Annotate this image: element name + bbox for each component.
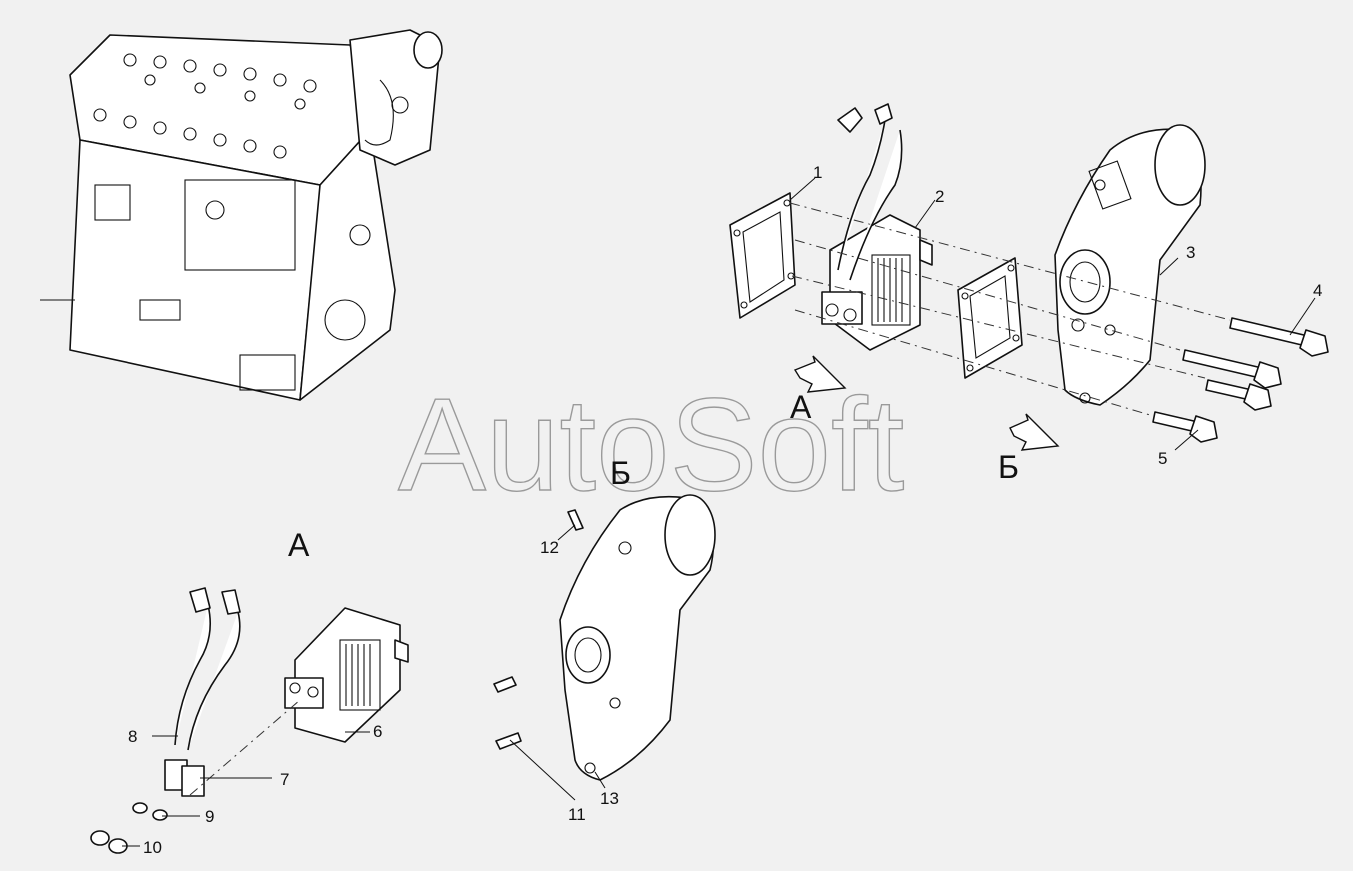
gasket-2-icon (957, 257, 1023, 379)
callout-13: 13 (600, 789, 619, 808)
engine-block-icon (40, 29, 443, 401)
stud-icon (493, 509, 584, 750)
callout-12: 12 (540, 538, 559, 557)
assembly-axis-lines (789, 202, 1231, 416)
callout-8: 8 (128, 727, 137, 746)
callout-11: 11 (568, 805, 586, 824)
callout-9: 9 (205, 807, 214, 826)
view-label-b-top: Б (998, 449, 1019, 485)
intake-elbow-icon (1054, 124, 1206, 406)
callout-10: 10 (143, 838, 162, 857)
detail-elbow-icon (559, 494, 716, 781)
watermark: AutoSoft (398, 371, 904, 518)
bolt-icon (1152, 317, 1329, 443)
callout-6: 6 (373, 722, 382, 741)
view-label-a-top: А (790, 389, 812, 425)
callout-1: 1 (813, 163, 822, 182)
view-label-a-detail: А (288, 527, 310, 563)
gasket-1-icon (729, 192, 796, 319)
view-label-b-detail: Б (610, 455, 631, 491)
callout-5: 5 (1158, 449, 1167, 468)
view-arrow-b-icon (1009, 413, 1060, 451)
view-arrow-a-icon (793, 355, 847, 393)
washer-nut-icon (90, 802, 168, 854)
intake-heater-icon (821, 103, 933, 351)
leader-lines (122, 177, 1316, 847)
callout-3: 3 (1186, 243, 1195, 262)
callout-7: 7 (280, 770, 289, 789)
callout-4: 4 (1313, 281, 1322, 300)
callout-2: 2 (935, 187, 944, 206)
detail-heater-icon (284, 607, 409, 743)
heater-cable-icon (164, 587, 301, 797)
